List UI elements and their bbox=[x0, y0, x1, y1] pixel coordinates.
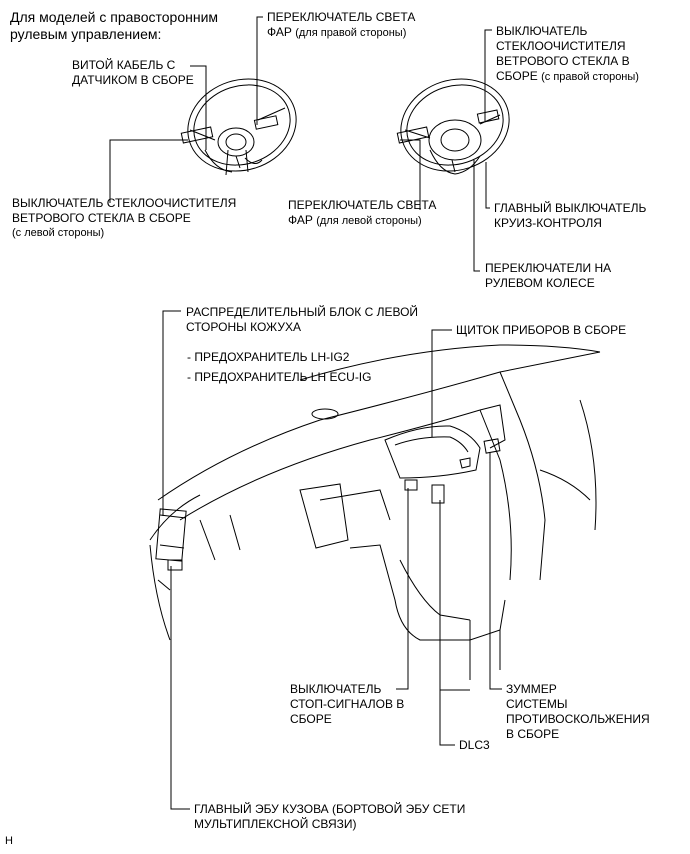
label-line: ГЛАВНЫЙ ВЫКЛЮЧАТЕЛЬ bbox=[494, 201, 647, 215]
label-line: РАСПРЕДЕЛИТЕЛЬНЫЙ БЛОК С ЛЕВОЙ bbox=[186, 305, 419, 319]
label-cruise-main-switch: ГЛАВНЫЙ ВЫКЛЮЧАТЕЛЬ КРУИЗ-КОНТРОЛЯ bbox=[494, 201, 646, 231]
dashboard-drawing bbox=[149, 344, 601, 691]
header-line-1: Для моделей с правосторонним bbox=[10, 9, 219, 25]
label-combination-meter: ЩИТОК ПРИБОРОВ В СБОРЕ bbox=[456, 323, 626, 338]
label-line: СБОРЕ bbox=[496, 69, 538, 83]
label-line: ВЫКЛЮЧАТЕЛЬ СТЕКЛООЧИСТИТЕЛЯ bbox=[12, 196, 237, 210]
label-line: СИСТЕМЫ bbox=[506, 697, 568, 711]
label-main-body-ecu: ГЛАВНЫЙ ЭБУ КУЗОВА (БОРТОВОЙ ЭБУ СЕТИ МУ… bbox=[194, 802, 465, 832]
label-line: ВИТОЙ КАБЕЛЬ С bbox=[72, 58, 176, 72]
fuse-item: - ПРЕДОХРАНИТЕЛЬ LH-IG2 bbox=[187, 350, 350, 364]
label-line: КРУИЗ-КОНТРОЛЯ bbox=[494, 216, 602, 230]
label-stop-lamp-switch: ВЫКЛЮЧАТЕЛЬ СТОП-СИГНАЛОВ В СБОРЕ bbox=[290, 682, 404, 727]
label-line: ЩИТОК ПРИБОРОВ В СБОРЕ bbox=[456, 323, 627, 337]
label-line: ПЕРЕКЛЮЧАТЕЛИ НА bbox=[485, 261, 612, 275]
label-headlight-switch-left: ПЕРЕКЛЮЧАТЕЛЬ СВЕТА ФАР (для левой сторо… bbox=[288, 198, 436, 229]
label-note: (с левой стороны) bbox=[12, 227, 105, 239]
label-line: DLC3 bbox=[459, 738, 490, 752]
label-dlc3: DLC3 bbox=[459, 738, 490, 753]
label-line: СТЕКЛООЧИСТИТЕЛЯ bbox=[496, 39, 626, 53]
label-line: ПРОТИВОСКОЛЬЖЕНИЯ bbox=[506, 712, 650, 726]
label-wiper-switch-right: ВЫКЛЮЧАТЕЛЬ СТЕКЛООЧИСТИТЕЛЯ ВЕТРОВОГО С… bbox=[496, 24, 639, 85]
label-line: ВЕТРОВОГО СТЕКЛА В СБОРЕ bbox=[12, 211, 191, 225]
label-line: ДАТЧИКОМ В СБОРЕ bbox=[72, 73, 194, 87]
diagram-header: Для моделей с правосторонним рулевым упр… bbox=[10, 9, 218, 43]
label-line: СБОРЕ bbox=[290, 712, 332, 726]
label-skid-control-buzzer: ЗУММЕР СИСТЕМЫ ПРОТИВОСКОЛЬЖЕНИЯ В СБОРЕ bbox=[506, 682, 650, 742]
label-line: СТОРОНЫ КОЖУХА bbox=[186, 320, 301, 334]
label-headlight-switch-right: ПЕРЕКЛЮЧАТЕЛЬ СВЕТА ФАР (для правой стор… bbox=[267, 10, 415, 41]
label-line: ПЕРЕКЛЮЧАТЕЛЬ СВЕТА bbox=[267, 10, 416, 24]
label-note: (для правой стороны) bbox=[295, 27, 407, 39]
label-line: В СБОРЕ bbox=[506, 727, 560, 741]
label-line: МУЛЬТИПЛЕКСНОЙ СВЯЗИ) bbox=[194, 817, 357, 831]
label-line: РУЛЕВОМ КОЛЕСЕ bbox=[485, 276, 595, 290]
label-wiper-switch-left: ВЫКЛЮЧАТЕЛЬ СТЕКЛООЧИСТИТЕЛЯ ВЕТРОВОГО С… bbox=[12, 196, 236, 241]
label-junction-block: РАСПРЕДЕЛИТЕЛЬНЫЙ БЛОК С ЛЕВОЙ СТОРОНЫ К… bbox=[186, 305, 418, 335]
label-line: СТОП-СИГНАЛОВ В bbox=[290, 697, 405, 711]
label-line: ВЫКЛЮЧАТЕЛЬ bbox=[290, 682, 382, 696]
label-note: (для левой стороны) bbox=[316, 215, 422, 227]
label-line: ФАР bbox=[267, 25, 292, 39]
label-line: ЗУММЕР bbox=[506, 682, 557, 696]
fuse-list: - ПРЕДОХРАНИТЕЛЬ LH-IG2 - ПРЕДОХРАНИТЕЛЬ… bbox=[187, 350, 371, 385]
label-line: ПЕРЕКЛЮЧАТЕЛЬ СВЕТА bbox=[288, 198, 437, 212]
label-line: ФАР bbox=[288, 213, 313, 227]
label-line: ВЫКЛЮЧАТЕЛЬ bbox=[496, 24, 588, 38]
steering-wheel-left-drawing bbox=[180, 78, 297, 176]
label-spiral-cable: ВИТОЙ КАБЕЛЬ С ДАТЧИКОМ В СБОРЕ bbox=[72, 58, 194, 88]
label-line: ВЕТРОВОГО СТЕКЛА В bbox=[496, 54, 630, 68]
leader-lines bbox=[109, 16, 502, 810]
label-note: (с правой стороны) bbox=[541, 71, 639, 83]
figure-code: H bbox=[5, 835, 13, 847]
fuse-item: - ПРЕДОХРАНИТЕЛЬ LH ECU-IG bbox=[187, 370, 372, 384]
label-line: ГЛАВНЫЙ ЭБУ КУЗОВА (БОРТОВОЙ ЭБУ СЕТИ bbox=[194, 802, 466, 816]
header-line-2: рулевым управлением: bbox=[10, 26, 162, 42]
label-steering-pad-switch: ПЕРЕКЛЮЧАТЕЛИ НА РУЛЕВОМ КОЛЕСЕ bbox=[485, 261, 611, 291]
